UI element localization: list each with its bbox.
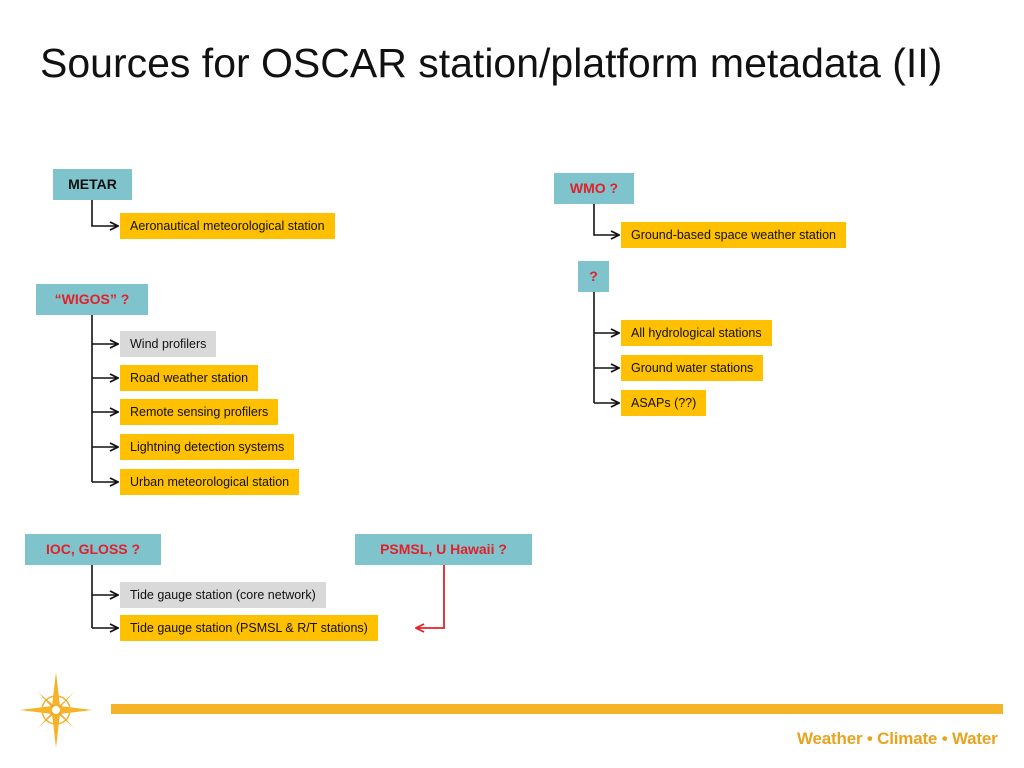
source-metar: METAR: [53, 169, 132, 200]
metar-connector: [91, 200, 118, 226]
source-wigos: “WIGOS” ?: [36, 284, 148, 315]
item-ground-water-stations: Ground water stations: [621, 355, 764, 381]
item-road-weather-station: Road weather station: [120, 365, 259, 391]
item-asaps: ASAPs (??): [621, 390, 707, 416]
psmsl-connector: [416, 564, 445, 628]
wmo-star-logo: [20, 672, 92, 748]
source-ioc-gloss: IOC, GLOSS ?: [25, 534, 161, 565]
item-tide-gauge-core: Tide gauge station (core network): [120, 582, 326, 608]
footer-accent-bar: [111, 704, 1003, 714]
item-aeronautical-station: Aeronautical meteorological station: [120, 213, 335, 239]
item-urban-station: Urban meteorological station: [120, 469, 300, 495]
item-lightning-detection: Lightning detection systems: [120, 434, 295, 460]
item-tide-gauge-psmsl: Tide gauge station (PSMSL & R/T stations…: [120, 615, 378, 641]
footer-brand-text: Weather • Climate • Water: [797, 729, 998, 748]
source-psmsl-hawaii: PSMSL, U Hawaii ?: [355, 534, 532, 565]
source-wmo: WMO ?: [554, 173, 634, 204]
item-hydrological-stations: All hydrological stations: [621, 320, 772, 346]
page-title: Sources for OSCAR station/platform metad…: [40, 40, 943, 86]
item-space-weather-station: Ground-based space weather station: [621, 222, 846, 248]
wmo-connector: [593, 204, 619, 235]
item-wind-profilers: Wind profilers: [120, 331, 217, 357]
source-unknown: ?: [578, 261, 609, 292]
item-remote-sensing-profilers: Remote sensing profilers: [120, 399, 279, 425]
